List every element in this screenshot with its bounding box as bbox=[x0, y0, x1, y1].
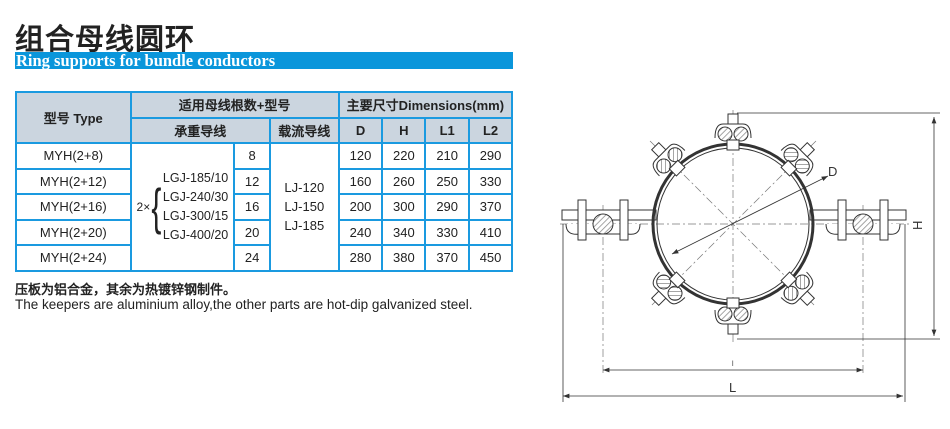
bearing-multiplier: 2× bbox=[136, 199, 151, 214]
table-row: MYH(2+16) 16 200 300 290 370 bbox=[15, 193, 513, 221]
ring-clamp bbox=[650, 141, 686, 177]
header-bearing: 承重导线 bbox=[129, 116, 272, 144]
label-D: D bbox=[828, 164, 837, 179]
bearing-item: LGJ-240/30 bbox=[162, 189, 229, 204]
cell-L1: 210 bbox=[424, 142, 471, 170]
label-L: L bbox=[729, 380, 736, 395]
table-row: MYH(2+24) 24 280 380 370 450 bbox=[15, 244, 513, 272]
header-D: D bbox=[337, 116, 384, 144]
current-item: LJ-120 bbox=[284, 180, 325, 196]
cell-bearing: 2× { LGJ-185/10 LGJ-240/30 LGJ-300/15 LG… bbox=[129, 142, 236, 272]
cell-H: 300 bbox=[381, 193, 427, 221]
cell-L1: 330 bbox=[424, 218, 471, 246]
header-current: 载流导线 bbox=[269, 116, 340, 144]
header-dimensions: 主要尺寸Dimensions(mm) bbox=[337, 91, 514, 119]
cell-H: 380 bbox=[381, 244, 427, 272]
spec-table: 型号 Type 适用母线根数+型号 主要尺寸Dimensions(mm) 承重导… bbox=[15, 91, 514, 272]
cell-D: 280 bbox=[337, 244, 384, 272]
cell-type: MYH(2+24) bbox=[15, 244, 132, 272]
current-item: LJ-150 bbox=[284, 199, 325, 215]
ring-clamp bbox=[714, 113, 752, 151]
header-applicable: 适用母线根数+型号 bbox=[129, 91, 340, 119]
ring-clamp bbox=[714, 297, 752, 335]
header-L2: L2 bbox=[468, 116, 513, 144]
cell-type: MYH(2+16) bbox=[15, 193, 132, 221]
current-item: LJ-185 bbox=[284, 218, 325, 234]
cell-L1: 250 bbox=[424, 167, 471, 195]
ring-clamp bbox=[780, 271, 816, 307]
cell-D: 240 bbox=[337, 218, 384, 246]
cell-count: 24 bbox=[233, 244, 272, 272]
subtitle-band: Ring supports for bundle conductors bbox=[15, 52, 513, 69]
cell-type: MYH(2+8) bbox=[15, 142, 132, 170]
brace-icon: { bbox=[151, 178, 162, 235]
bearing-item: LGJ-185/10 bbox=[162, 170, 229, 185]
cell-L2: 290 bbox=[468, 142, 513, 170]
label-L1: l bbox=[732, 361, 734, 368]
cell-L1: 370 bbox=[424, 244, 471, 272]
header-L1: L1 bbox=[424, 116, 471, 144]
ring-clamp bbox=[650, 271, 686, 307]
cell-current: LJ-120 LJ-150 LJ-185 bbox=[269, 142, 340, 272]
bearing-item: LGJ-400/20 bbox=[162, 227, 229, 242]
header-type: 型号 Type bbox=[15, 91, 132, 144]
note-english: The keepers are aluminium alloy,the othe… bbox=[15, 297, 473, 312]
bearing-item: LGJ-300/15 bbox=[162, 208, 229, 223]
page-title: 组合母线圆环 bbox=[15, 22, 196, 56]
cell-H: 260 bbox=[381, 167, 427, 195]
cell-L2: 330 bbox=[468, 167, 513, 195]
table-row: MYH(2+8) 2× { LGJ-185/10 LGJ-240/30 LGJ-… bbox=[15, 142, 513, 272]
cell-L2: 370 bbox=[468, 193, 513, 221]
header-H: H bbox=[381, 116, 427, 144]
cell-H: 220 bbox=[381, 142, 427, 170]
side-clamp-left bbox=[565, 199, 641, 241]
note-chinese: 压板为铝合金，其余为热镀锌钢制件。 bbox=[15, 282, 237, 297]
ring-clamp bbox=[780, 141, 816, 177]
cell-L2: 450 bbox=[468, 244, 513, 272]
dimension-lines bbox=[562, 112, 940, 402]
label-H: H bbox=[910, 221, 925, 230]
